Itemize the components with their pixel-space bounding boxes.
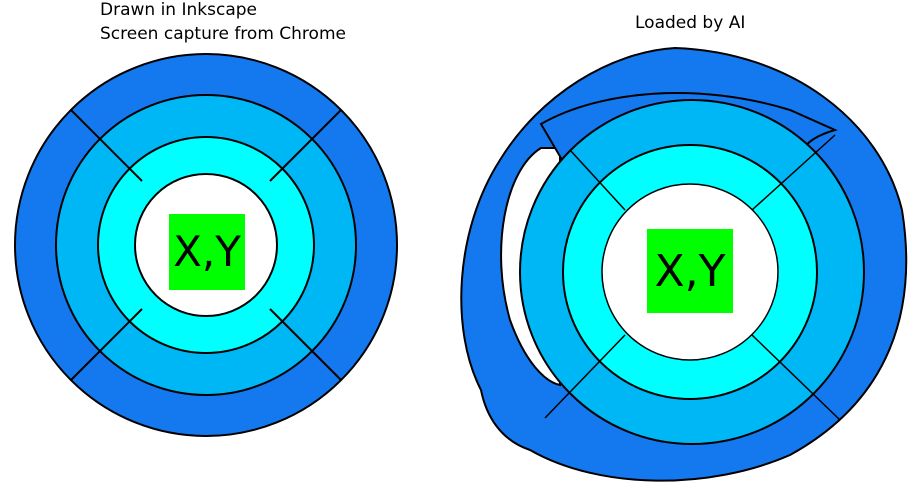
ai-label-box	[647, 229, 733, 313]
inkscape-divider-ne	[269, 109, 342, 182]
ai-divider-se	[751, 334, 841, 421]
caption-inkscape: Drawn in Inkscape Screen capture from Ch…	[100, 0, 346, 46]
inkscape-dividers	[70, 109, 342, 381]
ai-dividers	[544, 134, 841, 421]
inkscape-divider-sw	[70, 308, 143, 381]
caption-inkscape-line-2: Screen capture from Chrome	[100, 24, 346, 44]
caption-ai: Loaded by AI	[635, 11, 745, 35]
ai-target: X,Y	[460, 46, 908, 482]
inkscape-label-box	[169, 214, 245, 290]
inkscape-divider-se	[269, 308, 342, 381]
inkscape-target: X,Y	[14, 53, 398, 437]
inkscape-center-label: X,Y	[173, 227, 241, 276]
ai-divider-sw	[544, 334, 626, 419]
ai-center-label: X,Y	[654, 246, 725, 297]
ai-divider-nw	[569, 149, 626, 211]
inkscape-divider-nw	[70, 109, 143, 182]
caption-inkscape-line-1: Drawn in Inkscape	[100, 0, 257, 20]
caption-ai-line-1: Loaded by AI	[635, 13, 746, 33]
ai-divider-ne	[751, 134, 836, 211]
